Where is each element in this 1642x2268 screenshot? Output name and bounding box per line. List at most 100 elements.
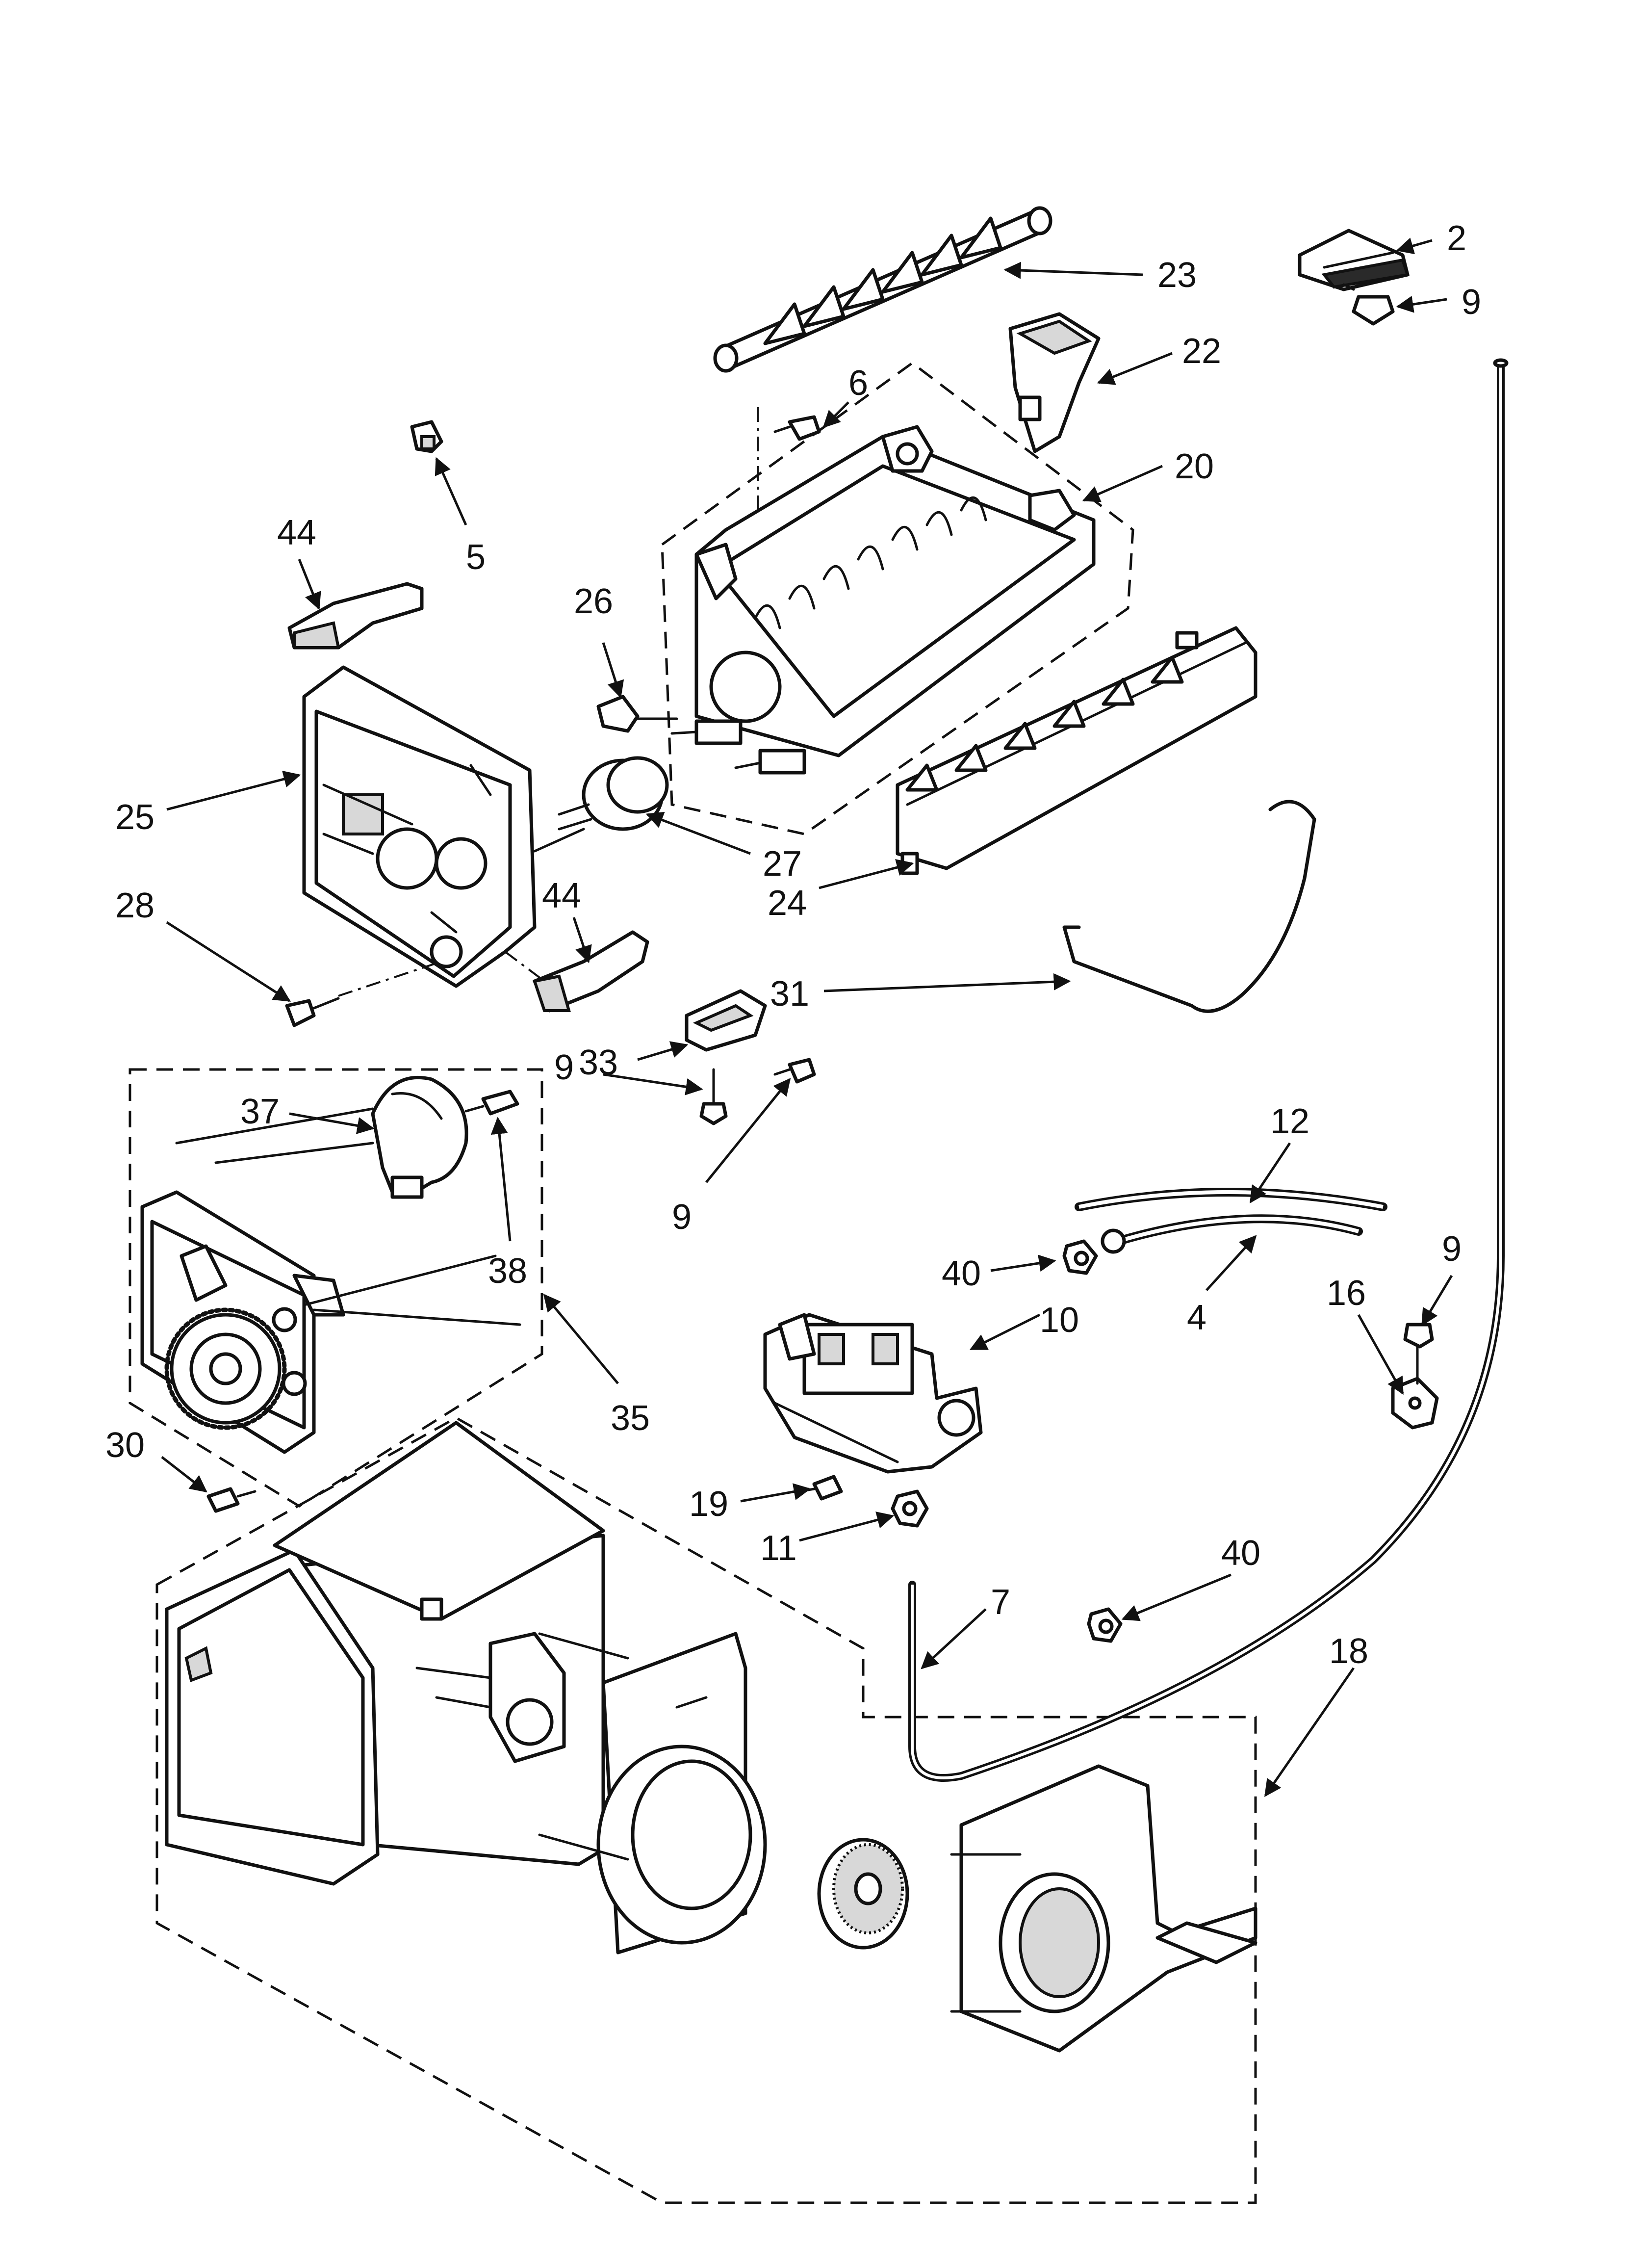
callout-40: 40 xyxy=(942,1254,981,1293)
callout-6: 6 xyxy=(848,364,868,403)
callout-9: 9 xyxy=(1462,283,1481,322)
callout-25: 25 xyxy=(115,798,154,837)
leader-26 xyxy=(602,642,624,699)
part-27-thermostat xyxy=(533,756,669,853)
leader-44-top xyxy=(298,559,321,610)
callout-11: 11 xyxy=(760,1529,797,1568)
leader-44-lower xyxy=(572,917,592,964)
callout-40-lower: 40 xyxy=(1221,1534,1260,1573)
part-33-bracket xyxy=(685,989,767,1052)
leader-25 xyxy=(166,770,301,811)
callout-44: 44 xyxy=(277,513,316,552)
leader-18 xyxy=(1264,1667,1355,1797)
leader-40-lower xyxy=(1121,1573,1232,1621)
part-38-screw xyxy=(464,1090,519,1116)
leader-9-center-b xyxy=(705,1078,791,1183)
callout-19: 19 xyxy=(689,1485,728,1524)
part-28-screw xyxy=(285,961,442,1027)
callout-28: 28 xyxy=(115,886,154,925)
leader-9-top xyxy=(1396,296,1447,313)
leader-6 xyxy=(822,401,849,428)
callout-37: 37 xyxy=(240,1092,280,1131)
callout-16: 16 xyxy=(1327,1274,1366,1313)
part-25-control-housing xyxy=(302,665,537,988)
leader-22 xyxy=(1097,352,1173,385)
part-20-ice-mold xyxy=(670,425,1096,775)
assembly-20-boundary xyxy=(661,361,1134,835)
callout-12: 12 xyxy=(1270,1102,1309,1141)
callout-44-lower: 44 xyxy=(542,876,581,915)
callout-35: 35 xyxy=(611,1399,650,1438)
part-9-screw-center-a xyxy=(699,1068,728,1125)
part-9-screw-top xyxy=(1342,283,1395,326)
part-12-water-tube xyxy=(1075,1188,1387,1211)
callout-18: 18 xyxy=(1329,1632,1368,1671)
leader-33 xyxy=(637,1041,689,1061)
part-9-screw-center-b xyxy=(773,1058,816,1084)
assembly-18-boundary xyxy=(155,1416,1257,2204)
part-18-evaporator-cover xyxy=(950,1764,1257,2053)
callout-26: 26 xyxy=(574,582,613,621)
part-35-control-module xyxy=(140,1190,521,1454)
leader-5 xyxy=(435,457,467,526)
callout-7: 7 xyxy=(991,1583,1010,1622)
callout-4: 4 xyxy=(1187,1298,1206,1337)
callout-labels: 2 9 23 22 6 20 44 5 26 25 27 28 44 24 31… xyxy=(105,219,1481,1671)
part-44-shield-upper xyxy=(287,582,424,650)
callout-38: 38 xyxy=(488,1251,527,1291)
leader-30 xyxy=(161,1456,207,1493)
leader-23 xyxy=(1003,261,1143,279)
part-9-screw-right xyxy=(1403,1323,1434,1385)
callout-30: 30 xyxy=(105,1426,145,1465)
callout-22: 22 xyxy=(1182,332,1221,371)
callout-33: 33 xyxy=(579,1043,618,1082)
leader-35 xyxy=(543,1294,619,1384)
leader-10 xyxy=(969,1313,1041,1351)
callout-27: 27 xyxy=(763,844,802,884)
leader-28 xyxy=(166,921,291,1002)
leader-24 xyxy=(819,859,914,889)
leader-31 xyxy=(823,973,1071,992)
leader-20 xyxy=(1082,465,1163,502)
part-40-nut-lower xyxy=(1087,1607,1123,1643)
callout-31: 31 xyxy=(770,974,809,1014)
leader-9-right xyxy=(1421,1275,1453,1327)
part-22-fill-cup xyxy=(1008,312,1101,453)
leader-lines xyxy=(161,237,1453,1797)
callout-5: 5 xyxy=(466,538,486,577)
part-19-screw xyxy=(798,1475,843,1501)
callout-9-center-a: 9 xyxy=(554,1048,574,1087)
part-30-screw xyxy=(206,1487,257,1513)
callout-20: 20 xyxy=(1175,447,1214,486)
callout-23: 23 xyxy=(1157,256,1197,295)
leader-19 xyxy=(740,1483,811,1503)
callout-2: 2 xyxy=(1447,219,1466,258)
part-31-shutoff-arm xyxy=(1062,800,1316,1013)
leader-2 xyxy=(1396,237,1433,255)
part-24-stripper xyxy=(896,626,1257,875)
leader-11 xyxy=(799,1512,895,1542)
part-7-fill-tube xyxy=(908,358,1509,1782)
leader-12 xyxy=(1249,1142,1291,1203)
part-4-water-tube xyxy=(1101,1214,1363,1254)
part-18-housing xyxy=(165,1421,909,1955)
callout-9-center-b: 9 xyxy=(672,1198,692,1237)
part-37-motor xyxy=(175,1075,468,1199)
leader-9-center-a xyxy=(603,1073,703,1095)
leader-7 xyxy=(921,1608,987,1669)
leader-38 xyxy=(490,1117,512,1242)
part-26-retainer xyxy=(596,695,678,733)
part-23-ejector-shaft xyxy=(713,206,1052,373)
part-5-clip xyxy=(410,420,443,453)
leader-27 xyxy=(645,811,751,855)
part-2-bracket xyxy=(1298,229,1410,291)
part-40-nut-upper xyxy=(1062,1239,1098,1275)
leader-40-upper xyxy=(990,1254,1056,1272)
leader-37 xyxy=(289,1112,375,1134)
part-11-nut xyxy=(891,1489,929,1528)
callout-24: 24 xyxy=(768,884,807,923)
part-44-shield-lower xyxy=(504,930,649,1013)
callout-10: 10 xyxy=(1040,1301,1079,1340)
leader-4 xyxy=(1206,1235,1257,1291)
part-10-water-valve xyxy=(763,1313,983,1474)
